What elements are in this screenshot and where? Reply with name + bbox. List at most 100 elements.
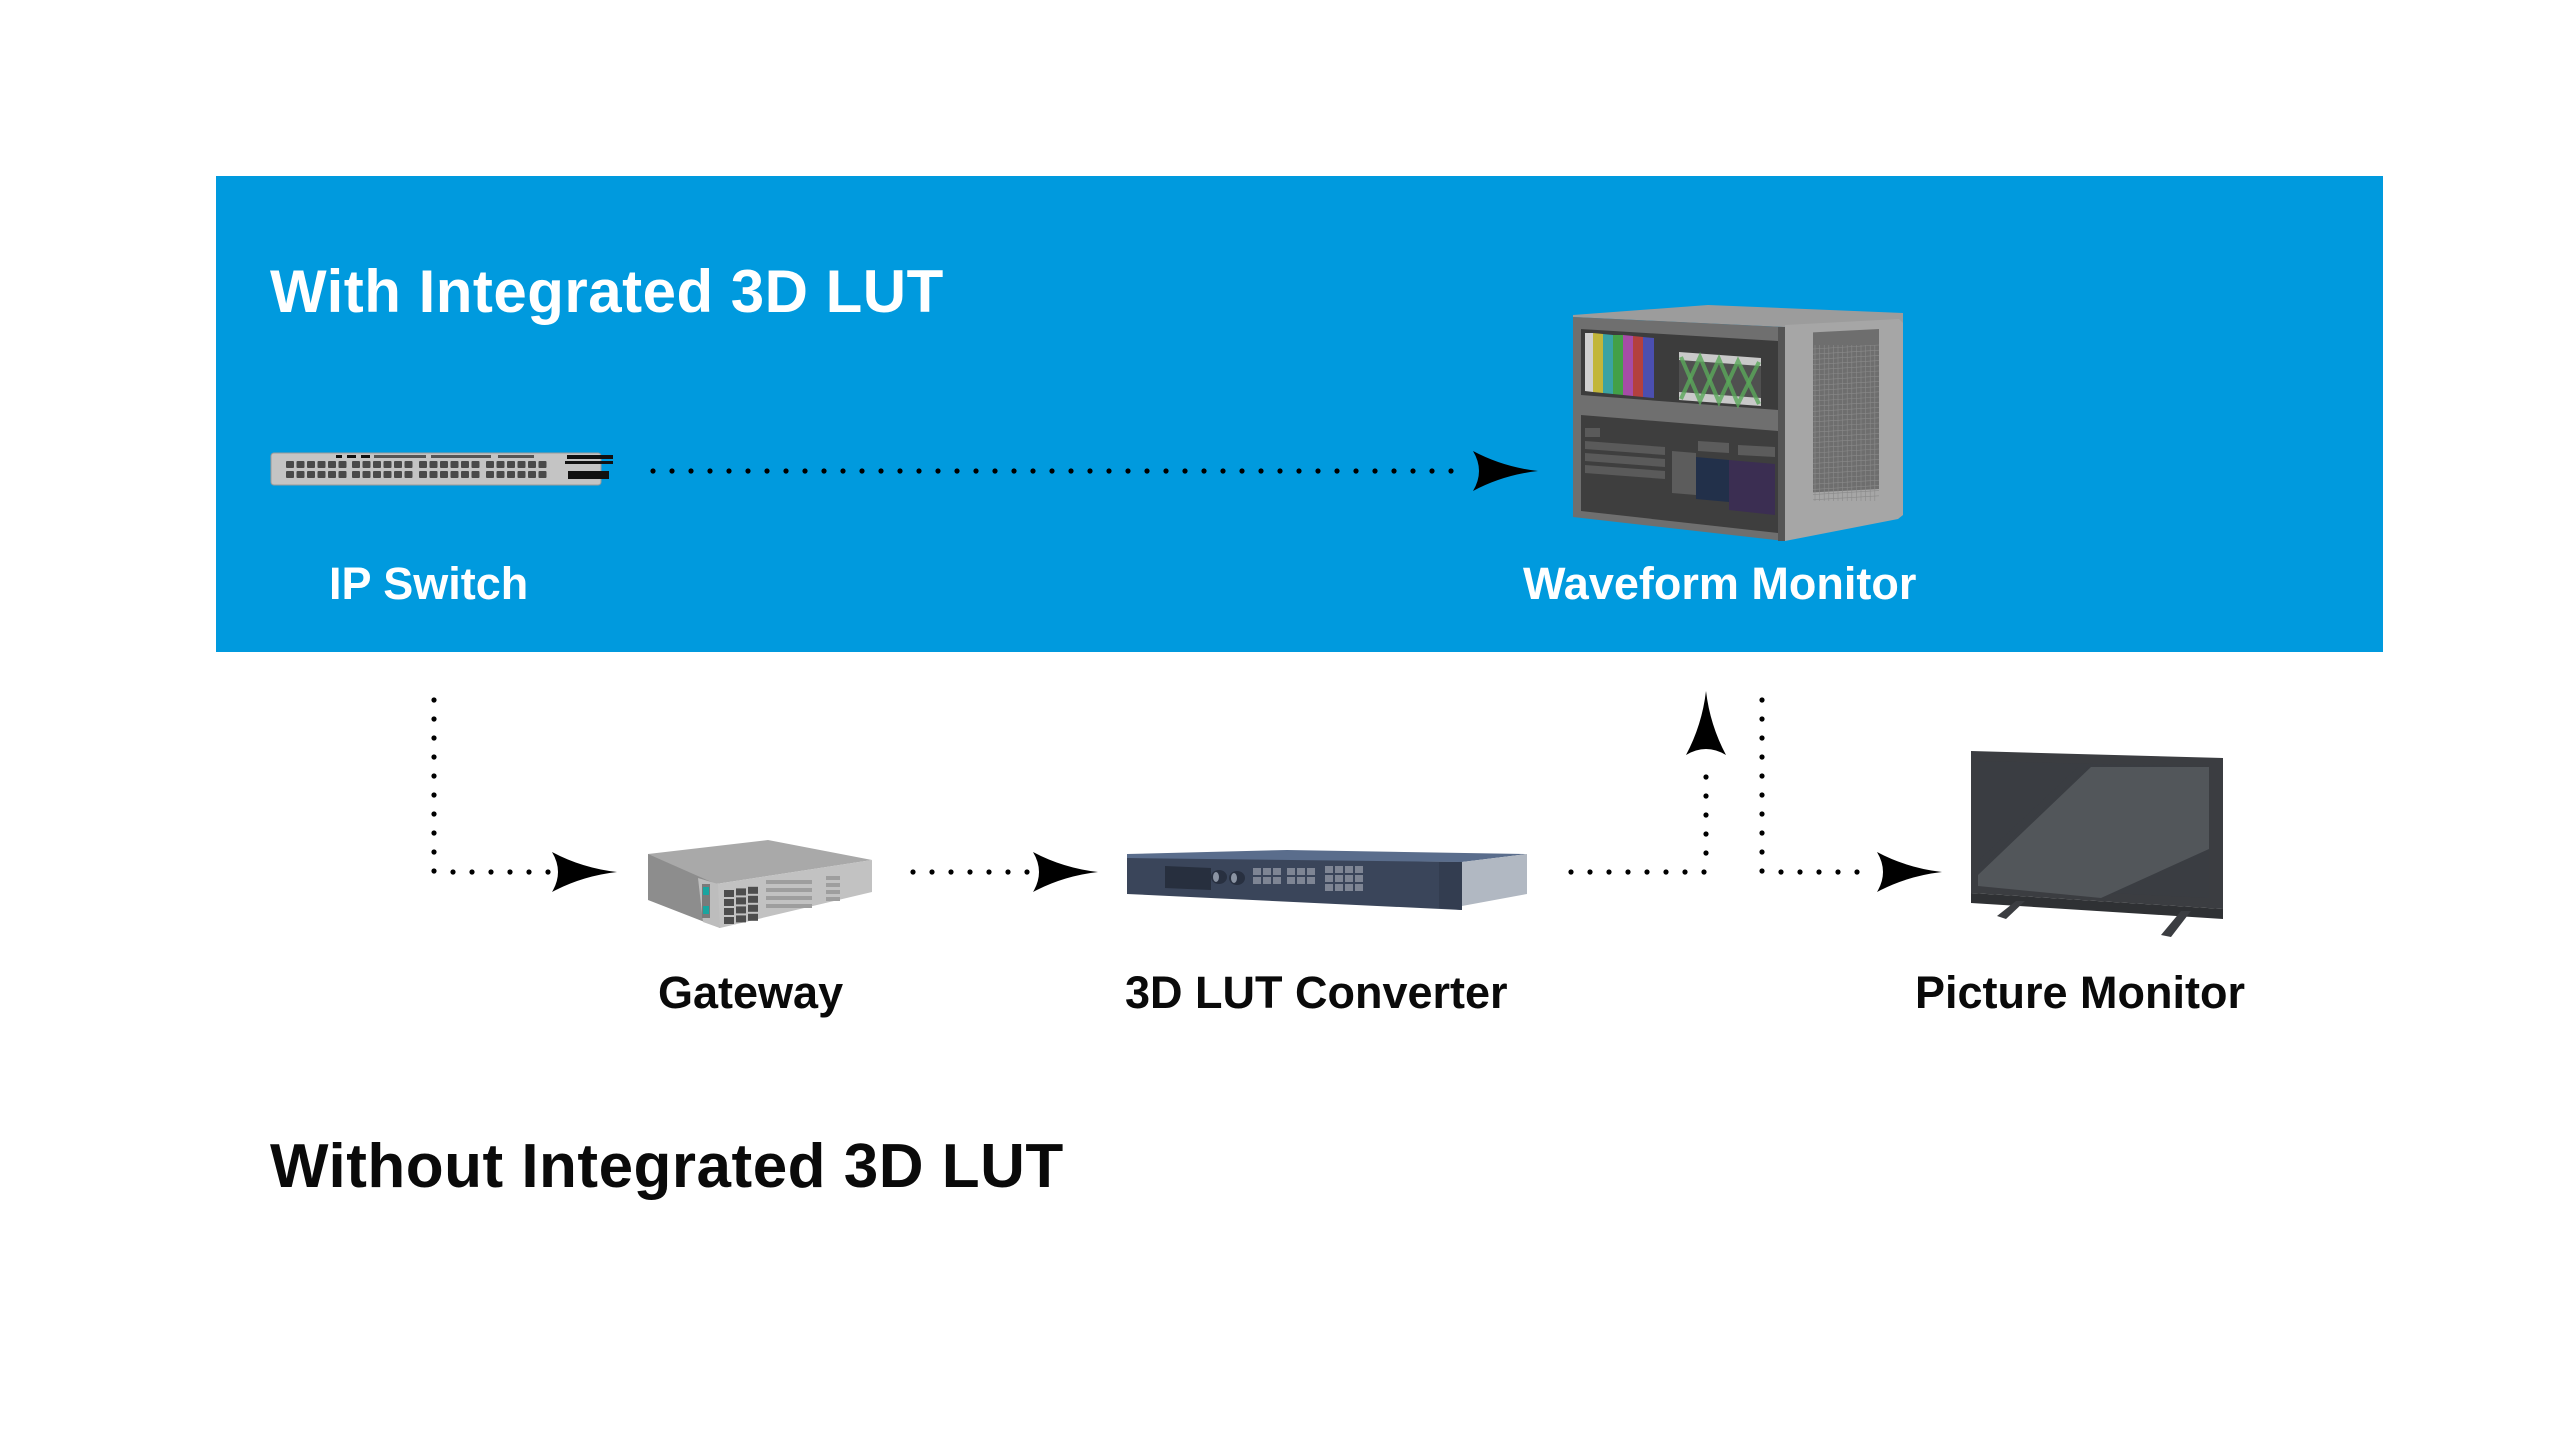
switch-port <box>404 461 413 468</box>
connector-dot <box>726 468 732 474</box>
arrowhead-right-icon <box>1033 852 1098 892</box>
connector-dot <box>1797 869 1803 875</box>
connector-dot <box>992 468 998 474</box>
gateway-slot <box>766 880 812 884</box>
connector-dot <box>1835 869 1841 875</box>
gateway-label: Gateway <box>658 967 844 1018</box>
connector-dot <box>545 869 551 875</box>
gateway-vent <box>736 906 746 914</box>
connector-dot <box>431 830 437 836</box>
connector-dot <box>948 869 954 875</box>
gateway-vent <box>724 908 734 915</box>
switch-port <box>471 471 480 478</box>
converter-key <box>1335 884 1343 891</box>
connector-dot <box>1315 468 1321 474</box>
switch-port <box>419 471 427 478</box>
connector-dot <box>1372 468 1378 474</box>
converter-key <box>1355 866 1363 873</box>
connector-dot <box>1258 468 1264 474</box>
connector-dot <box>1854 869 1860 875</box>
switch-port <box>352 461 360 468</box>
gateway-vent <box>724 899 734 906</box>
connector-dot <box>650 468 656 474</box>
connector-dot <box>431 773 437 779</box>
connector-dot <box>967 869 973 875</box>
connector-dot <box>1144 468 1150 474</box>
connector-dot <box>1277 468 1283 474</box>
switch-port <box>538 461 547 468</box>
gateway-slot <box>826 883 840 887</box>
arrowhead-right-icon <box>1473 451 1538 491</box>
switch-port <box>496 471 505 478</box>
gateway-vent <box>748 913 758 921</box>
switch-port <box>440 461 448 468</box>
connector-dot <box>1448 468 1454 474</box>
converter-key <box>1273 877 1281 884</box>
converter-key <box>1325 875 1333 882</box>
connector-dot <box>1703 812 1709 818</box>
connector-dot <box>954 468 960 474</box>
connector-dot <box>859 468 865 474</box>
connector-dot <box>431 697 437 703</box>
waveform-monitor-icon <box>1573 305 1903 541</box>
converter-key <box>1335 866 1343 873</box>
connector-dot <box>431 792 437 798</box>
gateway-slot <box>826 876 840 880</box>
connector-dot <box>1030 468 1036 474</box>
ip-switch-label: IP Switch <box>329 558 529 609</box>
gateway-vent <box>736 915 746 923</box>
gateway-slot <box>826 890 840 894</box>
connector-dot <box>488 869 494 875</box>
gateway-server-icon <box>648 840 872 928</box>
connector-dot <box>1778 869 1784 875</box>
converter-key <box>1253 877 1261 884</box>
connector-dot <box>1759 868 1765 874</box>
switch-port <box>394 461 402 468</box>
connector-dot <box>1353 468 1359 474</box>
switch-port <box>362 471 371 478</box>
converter-key <box>1355 884 1363 891</box>
gateway-slot <box>826 897 840 901</box>
connector-dot <box>1759 735 1765 741</box>
connector-dot <box>1644 869 1650 875</box>
converter-key <box>1345 884 1353 891</box>
connector-dot <box>1703 774 1709 780</box>
connector-dot <box>1049 468 1055 474</box>
connector-dot <box>431 868 437 874</box>
switch-port <box>429 461 438 468</box>
connector-dot <box>1087 468 1093 474</box>
waveform-monitor-label: Waveform Monitor <box>1523 558 1917 609</box>
gateway-vent <box>724 890 734 897</box>
gateway-vent <box>748 904 758 912</box>
switch-port <box>317 471 326 478</box>
switch-port <box>383 471 392 478</box>
gateway-vent <box>748 886 758 894</box>
switch-port <box>317 461 326 468</box>
connector-dot <box>935 468 941 474</box>
connector-dot <box>688 468 694 474</box>
without-lut-title: Without Integrated 3D LUT <box>270 1132 1064 1201</box>
gateway-slot <box>766 904 812 908</box>
connector-dot <box>431 811 437 817</box>
gateway-vent <box>748 895 758 903</box>
connector-dot <box>1759 716 1765 722</box>
connector-dot <box>1703 831 1709 837</box>
connector-dot <box>707 468 713 474</box>
converter-key <box>1325 884 1333 891</box>
connector-dot <box>1759 773 1765 779</box>
switch-port <box>373 461 381 468</box>
connector-dot <box>1106 468 1112 474</box>
converter-key <box>1345 875 1353 882</box>
picture-monitor-icon <box>1971 751 2223 937</box>
switch-port <box>471 461 480 468</box>
arrowhead-right-icon <box>552 852 617 892</box>
connector-dot <box>973 468 979 474</box>
lut-converter-label: 3D LUT Converter <box>1125 967 1508 1018</box>
gateway-slot <box>766 888 812 892</box>
connector-dot <box>469 869 475 875</box>
switch-port <box>404 471 413 478</box>
switch-port <box>307 461 315 468</box>
connector-dot <box>1239 468 1245 474</box>
converter-key <box>1253 868 1261 875</box>
switch-port <box>394 471 402 478</box>
